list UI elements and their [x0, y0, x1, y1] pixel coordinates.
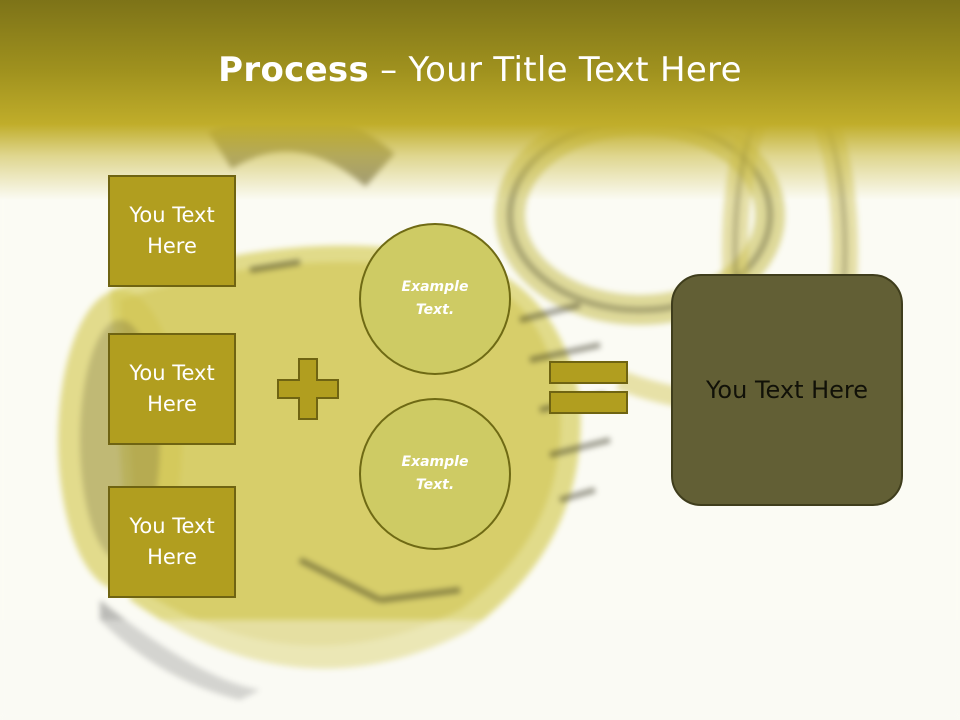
header-band	[0, 0, 960, 200]
input-box-3[interactable]: You Text Here	[108, 486, 236, 598]
plus-icon	[277, 358, 339, 420]
input-box-label: You Text Here	[129, 361, 215, 416]
result-label: You Text Here	[705, 376, 869, 404]
example-circle-1[interactable]: Example Text.	[359, 223, 511, 375]
slide-title: Process – Your Title Text Here	[0, 50, 960, 90]
circle-label: Example Text.	[401, 279, 469, 318]
circle-label: Example Text.	[401, 454, 469, 493]
input-box-1[interactable]: You Text Here	[108, 175, 236, 287]
input-box-2[interactable]: You Text Here	[108, 333, 236, 445]
equals-icon	[549, 361, 628, 414]
title-bold: Process	[218, 50, 370, 90]
input-box-label: You Text Here	[129, 203, 215, 258]
example-circle-2[interactable]: Example Text.	[359, 398, 511, 550]
input-box-label: You Text Here	[129, 514, 215, 569]
result-box[interactable]: You Text Here	[671, 274, 903, 506]
title-rest: – Your Title Text Here	[369, 50, 742, 90]
